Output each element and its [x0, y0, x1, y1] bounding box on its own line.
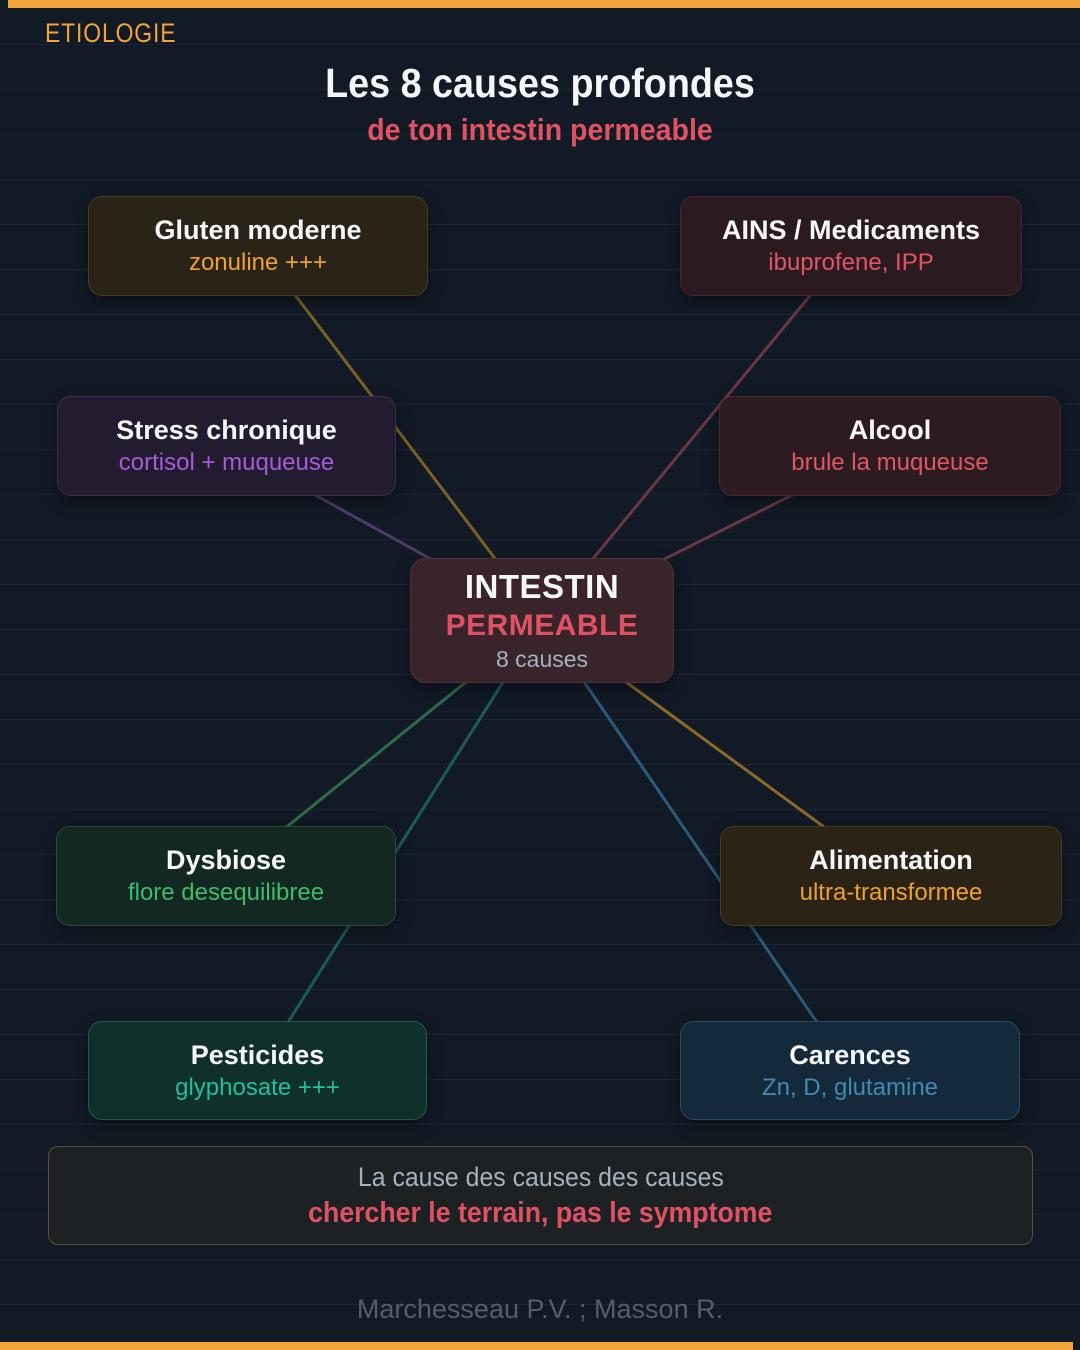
center-node-highlight: PERMEABLE [445, 609, 639, 642]
node-subtitle: flore desequilibree [127, 879, 325, 907]
node-subtitle: zonuline +++ [188, 249, 328, 277]
center-node-title: INTESTIN [464, 568, 620, 605]
node-subtitle: Zn, D, glutamine [761, 1073, 939, 1101]
center-node-note: 8 causes [495, 646, 589, 672]
cause-node-ains-medicaments: AINS / Medicaments ibuprofene, IPP [680, 196, 1022, 296]
etiologie-tag: ETIOLOGIE [45, 18, 177, 48]
node-title: Stress chronique [116, 415, 337, 446]
cause-node-carences: Carences Zn, D, glutamine [680, 1021, 1020, 1120]
cause-node-dysbiose: Dysbiose flore desequilibree [56, 826, 396, 926]
node-title: Gluten moderne [154, 215, 362, 246]
page-title: Les 8 causes profondes [325, 60, 755, 106]
node-title: Dysbiose [165, 845, 287, 876]
node-title: Pesticides [190, 1039, 325, 1070]
page-subtitle: de ton intestin permeable [367, 112, 713, 147]
node-title: Alimentation [809, 845, 973, 876]
cause-node-gluten: Gluten moderne zonuline +++ [88, 196, 428, 296]
credit-line: Marchesseau P.V. ; Masson R. [356, 1294, 724, 1324]
node-subtitle: ibuprofene, IPP [768, 249, 934, 277]
cause-node-stress: Stress chronique cortisol + muqueuse [57, 396, 396, 496]
cause-node-alcool: Alcool brule la muqueuse [719, 396, 1061, 496]
banner-emphasis-text: chercher le terrain, pas le symptome [308, 1196, 773, 1229]
banner-text: La cause des causes des causes [357, 1161, 724, 1192]
center-node-intestin-permeable: INTESTIN PERMEABLE 8 causes [410, 558, 674, 683]
node-subtitle: brule la muqueuse [791, 449, 989, 477]
node-subtitle: glyphosate +++ [175, 1073, 340, 1101]
cause-node-alimentation: Alimentation ultra-transformee [720, 826, 1062, 926]
node-subtitle: cortisol + muqueuse [118, 449, 335, 477]
cause-node-pesticides: Pesticides glyphosate +++ [88, 1021, 427, 1120]
node-title: AINS / Medicaments [721, 215, 981, 246]
node-title: Carences [789, 1039, 911, 1070]
bottom-accent-bar [0, 1342, 1073, 1350]
conclusion-banner: La cause des causes des causes chercher … [48, 1146, 1033, 1245]
node-title: Alcool [848, 415, 932, 446]
node-subtitle: ultra-transformee [799, 879, 983, 907]
top-accent-bar [8, 0, 1080, 8]
